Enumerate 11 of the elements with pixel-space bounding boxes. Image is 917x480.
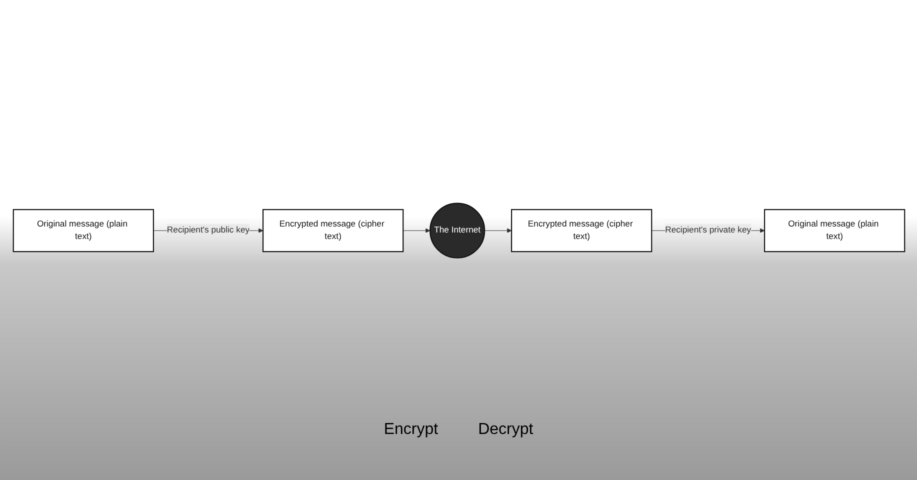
note-text: Decrypt: [478, 421, 534, 439]
node-box: Original message (plain text): [764, 209, 905, 253]
node-circle: The Internet: [429, 203, 485, 259]
arrow: [402, 228, 430, 234]
edge-label: Recipient's public key: [166, 226, 250, 236]
node-box: Original message (plain text): [12, 209, 154, 253]
edge-label: Recipient's private key: [664, 226, 751, 236]
note-text: Encrypt: [384, 421, 438, 439]
node-box: Encrypted message (cipher text): [510, 209, 652, 253]
arrow: [484, 228, 512, 234]
node-box: Encrypted message (cipher text): [262, 209, 404, 253]
